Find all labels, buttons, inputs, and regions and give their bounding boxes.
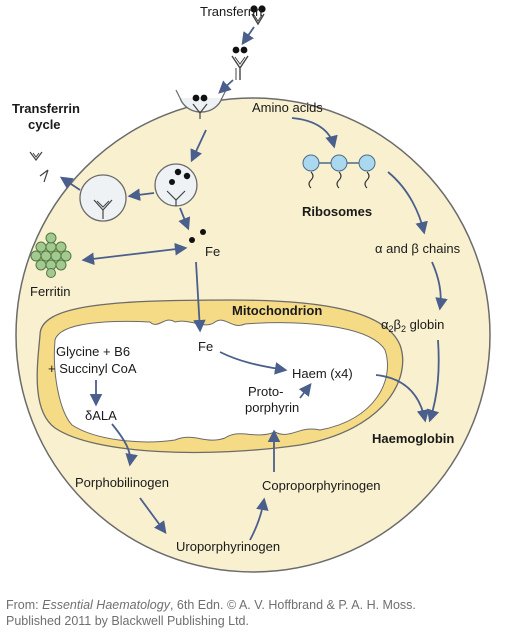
apotransferrin-icon — [29, 151, 49, 183]
label-protoporphyrin-1: Proto- — [248, 384, 283, 399]
credit-line-1: From: Essential Haematology, 6th Edn. © … — [6, 598, 416, 612]
transferrin-receptor-icon — [231, 46, 249, 80]
arrow-protoporphyrin-to-haem — [298, 383, 312, 399]
label-transferrin-cycle-1: Transferrin — [12, 101, 80, 116]
label-globin: α2β2 globin — [381, 317, 444, 334]
transferrin-icon — [250, 5, 266, 26]
arrow-iron-vesicle-to-recycling — [127, 188, 155, 202]
label-amino-acids: Amino acids — [252, 100, 323, 115]
arrow-amino-acids-to-ribosomes — [291, 117, 338, 149]
label-dala: δALA — [85, 408, 117, 423]
ferritin-icon — [30, 232, 72, 278]
ribosomes-icon — [302, 154, 376, 189]
arrow-chains-to-globin — [431, 261, 448, 311]
arrow-fe-to-haem — [219, 351, 288, 375]
label-porphobilinogen: Porphobilinogen — [75, 475, 169, 490]
arrow-haem-to-haemoglobin — [375, 374, 430, 423]
image-credit: From: Essential Haematology, 6th Edn. © … — [6, 597, 416, 629]
iron-vesicle — [154, 163, 198, 207]
arrow-vesicle-to-iron-vesicle — [190, 129, 207, 163]
label-uroporphyrinogen: Uroporphyrinogen — [176, 539, 280, 554]
label-fe-top: Fe — [205, 244, 220, 259]
arrow-receptor-to-vesicle — [218, 79, 234, 94]
recycling-vesicle — [79, 174, 127, 222]
mitochondrion — [36, 299, 404, 454]
label-haemoglobin: Haemoglobin — [372, 431, 454, 446]
label-glycine: Glycine + B6 — [56, 344, 130, 359]
arrow-dala-to-porphobilinogen — [111, 423, 138, 467]
label-ferritin: Ferritin — [30, 284, 70, 299]
label-transferrin: Transferrin — [200, 4, 262, 19]
label-coproporphyrinogen: Coproporphyrinogen — [262, 478, 381, 493]
label-transferrin-cycle-2: cycle — [28, 117, 61, 132]
label-alpha-beta-chains: α and β chains — [375, 241, 461, 256]
arrow-transferrin-to-receptor — [241, 26, 255, 46]
arrow-ribosomes-to-chains — [387, 171, 428, 235]
pathway-arrows — [59, 26, 448, 541]
arrow-globin-to-haemoglobin — [427, 339, 440, 423]
iron-dot — [189, 237, 195, 243]
label-succinyl-coa: + Succinyl CoA — [48, 361, 137, 376]
arrow-fe-to-mitochondrion — [193, 261, 206, 333]
label-protoporphyrin-2: porphyrin — [245, 400, 299, 415]
arrow-recycling-to-apotransferrin — [59, 176, 81, 191]
arrow-fe-ferritin — [81, 242, 188, 266]
label-fe-mito: Fe — [198, 339, 213, 354]
iron-dot — [200, 229, 206, 235]
haemoglobin-synthesis-diagram: Transferrin Transferri — [12, 4, 491, 573]
label-haem: Haem (x4) — [292, 366, 353, 381]
label-ribosomes: Ribosomes — [302, 204, 372, 219]
arrow-porphobilinogen-to-uroporphyrinogen — [139, 497, 167, 535]
label-mitochondrion: Mitochondrion — [232, 303, 322, 318]
arrow-iron-vesicle-to-fe — [178, 207, 191, 231]
credit-line-2: Published 2011 by Blackwell Publishing L… — [6, 614, 249, 628]
arrow-uroporphyrinogen-to-coproporphyrinogen — [249, 497, 269, 541]
endocytic-vesicle — [175, 89, 227, 119]
